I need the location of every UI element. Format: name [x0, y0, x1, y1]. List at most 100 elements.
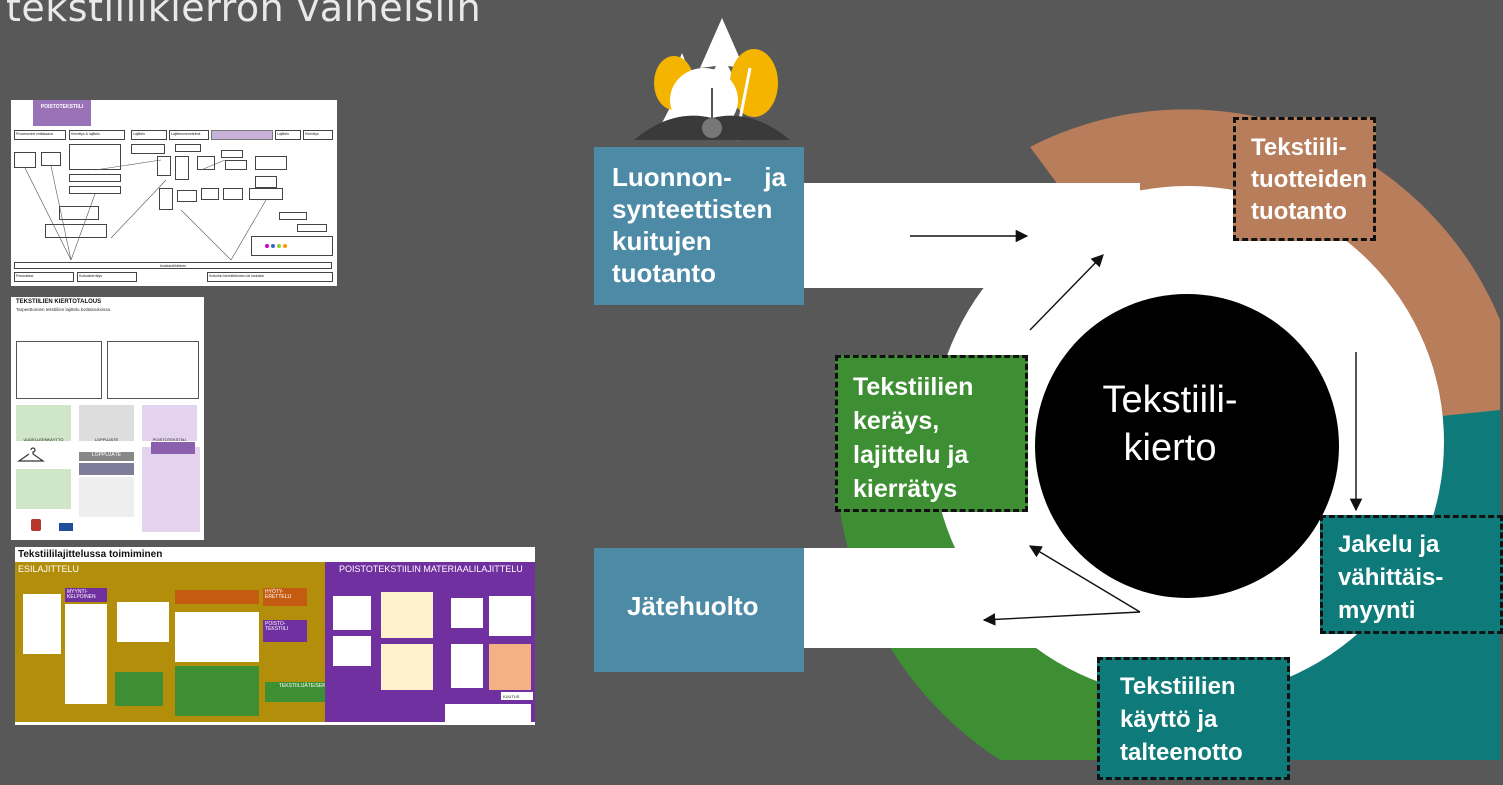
thumbnail-subtitle: Tarpeettomien tekstiilien lajittelu koti…: [16, 307, 111, 312]
row-label: Kierrätys & lajittelu: [69, 130, 125, 140]
node-fibre-production[interactable]: Luonnon- ja synteettisten kuitujen tuota…: [594, 147, 804, 305]
bottom-band: [760, 548, 1140, 648]
category-label: LOPPUJÄTE: [94, 437, 119, 442]
node-use-recovery[interactable]: Tekstiilien käyttö ja talteenotto: [1097, 657, 1290, 780]
bottom-box: Poistotekst.: [14, 272, 74, 282]
info-panel: [16, 469, 71, 509]
process-box: [175, 590, 259, 604]
page-title: tekstiilikierron vaiheisiin: [6, 0, 482, 30]
process-box: [451, 644, 483, 688]
node-label: Tekstiili-tuotteiden tuotanto: [1251, 134, 1367, 225]
category-card: [16, 405, 71, 441]
bottom-box: Kuituihin kierrättäminen tai lankaksi: [207, 272, 333, 282]
center-label: Tekstiili-kierto: [1102, 379, 1238, 469]
process-box: [451, 598, 483, 628]
process-box: [333, 636, 371, 666]
process-box: [445, 704, 531, 722]
sorting-guide-thumbnail[interactable]: TEKSTIILIEN KIERTOTALOUS Tarpeettomien t…: [11, 297, 204, 540]
flowchart-thumbnail[interactable]: POISTOTEKSTIILI Prosessointi mittakaava …: [11, 100, 337, 286]
process-box: KUUTUS: [501, 692, 533, 700]
row-label: Lajittelu: [131, 130, 167, 140]
node-label: Jätehuolto: [627, 591, 759, 621]
node-collection[interactable]: Tekstiilien keräys, lajittelu ja kierrät…: [835, 355, 1028, 512]
flow-box: [177, 190, 197, 202]
flow-box: [14, 152, 36, 168]
flow-box: [175, 144, 201, 152]
flow-box: [59, 206, 99, 220]
flow-box: [251, 236, 333, 256]
node-label: Luonnon- ja synteettisten kuitujen tuota…: [612, 162, 786, 288]
row-label: Kierrätys: [303, 130, 333, 140]
node-label: Tekstiilien keräys, lajittelu ja kierrät…: [853, 373, 974, 503]
process-box: [117, 602, 169, 642]
sorting-process-thumbnail[interactable]: Tekstiililajittelussa toimiminen ESILAJI…: [15, 547, 535, 725]
flow-box: [255, 176, 277, 188]
flow-box: [221, 150, 243, 158]
flow-box: [69, 186, 121, 194]
flow-box: [279, 212, 307, 220]
process-box: [333, 596, 371, 630]
info-card: [107, 341, 199, 399]
flow-box: [255, 156, 287, 170]
category-card: [79, 405, 134, 441]
thumbnail-header: POISTOTEKSTIILI: [33, 100, 91, 126]
flow-box: [157, 156, 171, 176]
category-card: [142, 405, 197, 441]
thumbnail-title: TEKSTIILIEN KIERTOTALOUS: [16, 299, 102, 305]
category-label: UUDELLEENKÄYTTÖ: [23, 437, 64, 442]
node-distribution[interactable]: Jakelu ja vähittäis-myynti: [1320, 515, 1503, 634]
flow-box: [45, 224, 107, 238]
process-box: [489, 596, 531, 636]
node-waste-management[interactable]: Jätehuolto: [594, 548, 804, 672]
process-box: [65, 604, 107, 704]
process-box: HYÖTY-ERETTELU: [263, 588, 307, 606]
process-box: POISTO-TEKSTIILI: [263, 620, 307, 642]
hanger-icon: [16, 447, 71, 469]
category-label: POISTOTEKSTIILI: [152, 437, 187, 442]
flow-box: [297, 224, 327, 232]
row-label: Prosessointi mittakaava: [14, 130, 66, 140]
process-box: [23, 594, 61, 654]
material-sorting-panel: POISTOTEKSTIILIN MATERIAALILAJITTELU KUU…: [325, 562, 535, 722]
flow-box: [197, 156, 215, 170]
flow-box: [159, 188, 173, 210]
node-label: Jakelu ja vähittäis-myynti: [1338, 531, 1444, 624]
info-panel: [79, 477, 134, 517]
process-box: [175, 612, 259, 662]
process-box: [175, 666, 259, 716]
waste-image: [79, 463, 134, 475]
node-textile-production[interactable]: Tekstiili-tuotteiden tuotanto: [1233, 117, 1376, 241]
row-label: Lajittelumenetelmä: [169, 130, 209, 140]
arrow-use-to-waste: [982, 611, 1141, 626]
flow-box: [249, 188, 283, 200]
flow-box: [223, 188, 243, 200]
flow-box: [175, 156, 189, 180]
connector-lines: [24, 159, 287, 261]
pre-sorting-panel: ESILAJITTELU MYYNTI-KELPOINEN HYÖTY-ERET…: [15, 562, 355, 722]
flow-box: [201, 188, 219, 200]
flow-box: [69, 144, 121, 170]
flow-box: [131, 144, 165, 154]
info-card: [16, 341, 102, 399]
process-box: [381, 644, 433, 690]
flow-box: [41, 152, 61, 166]
arrow-collection-up: [1029, 254, 1104, 331]
loppujate-banner: LOPPUJÄTE: [79, 452, 134, 461]
flow-box: [225, 160, 247, 170]
process-box: [489, 644, 531, 690]
center-circle: [1035, 294, 1339, 598]
process-box: [381, 592, 433, 638]
eu-flag-icon: [59, 523, 73, 531]
bottom-label: Asiakaslähtöinen: [14, 262, 332, 269]
bottom-box: Kuituakierrätys: [77, 272, 137, 282]
info-panel: [142, 447, 200, 532]
row-label: Lajittelu: [275, 130, 301, 140]
flow-box: [69, 174, 121, 182]
poisto-badge: [151, 442, 195, 454]
process-box: [115, 672, 163, 706]
node-label: Tekstiilien käyttö ja talteenotto: [1120, 673, 1243, 766]
logo-icon: [31, 519, 41, 531]
process-box: MYYNTI-KELPOINEN: [65, 588, 107, 602]
arrow-use-to-collection: [1028, 545, 1141, 613]
highlight-box: [211, 130, 273, 140]
